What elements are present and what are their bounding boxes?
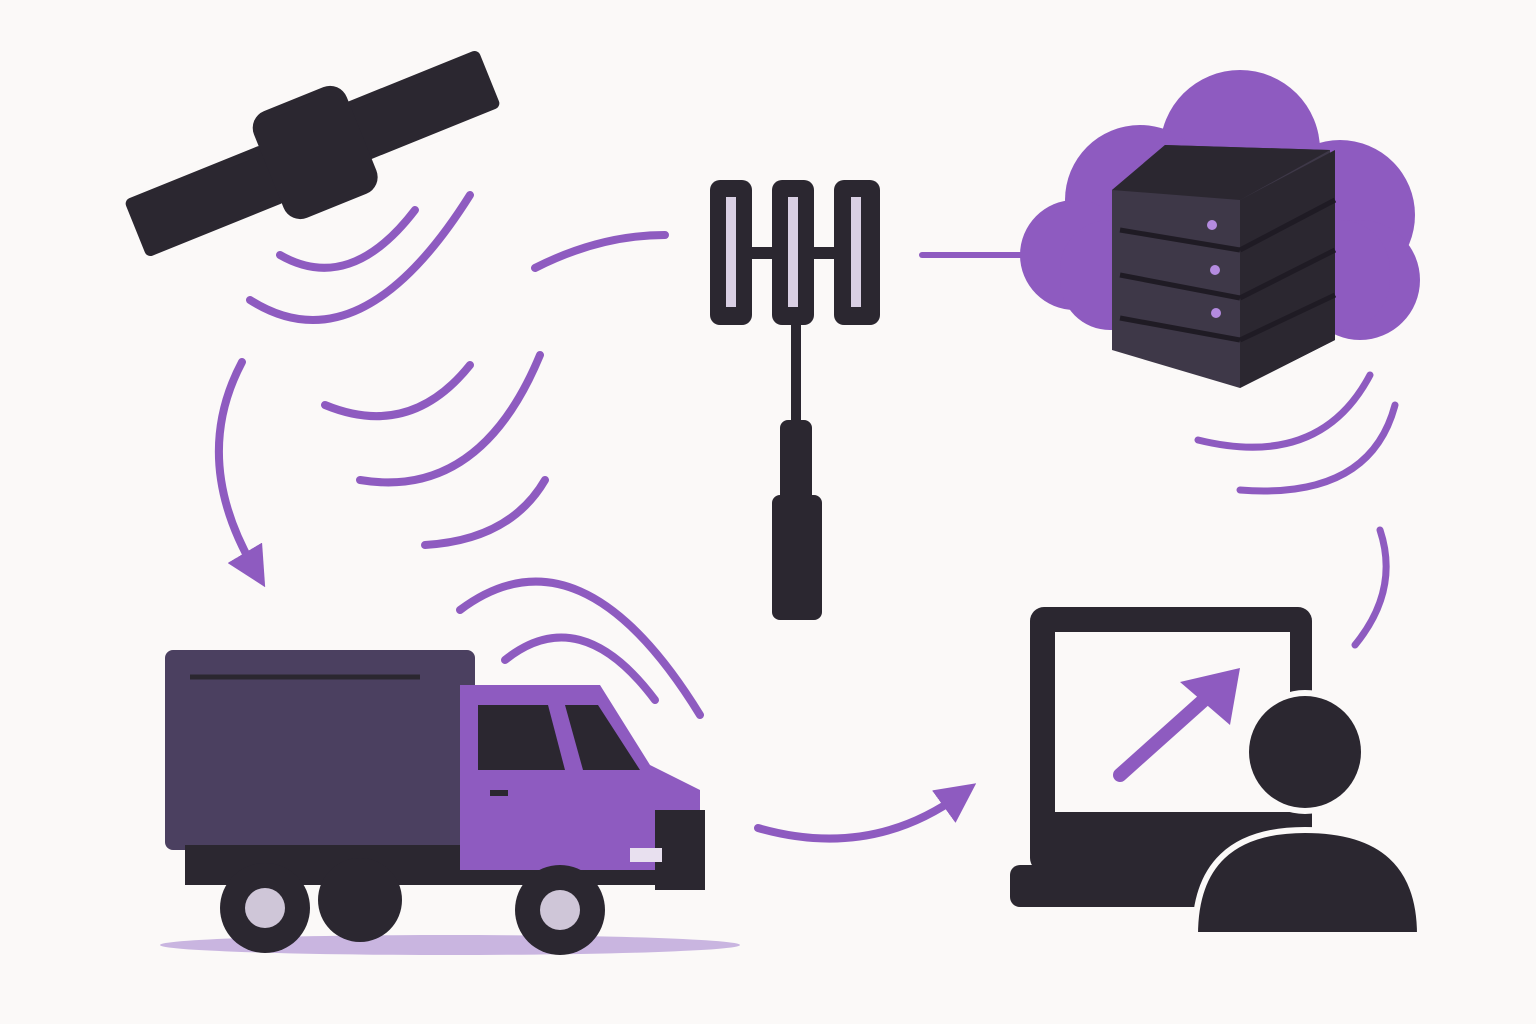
satellite-signal-waves: [246, 191, 669, 549]
cloud-signal-waves: [1194, 371, 1399, 649]
satellite-icon: [125, 50, 500, 257]
computer-user-icon: [1010, 607, 1424, 938]
cell-tower-antenna-icon: [710, 180, 880, 620]
cloud-server-icon: [1020, 70, 1420, 388]
truck-signal-waves: [456, 577, 704, 719]
arrow-satellite-to-truck: [214, 358, 266, 588]
delivery-truck-icon: [160, 650, 740, 955]
arrow-truck-to-monitor: [754, 783, 977, 843]
